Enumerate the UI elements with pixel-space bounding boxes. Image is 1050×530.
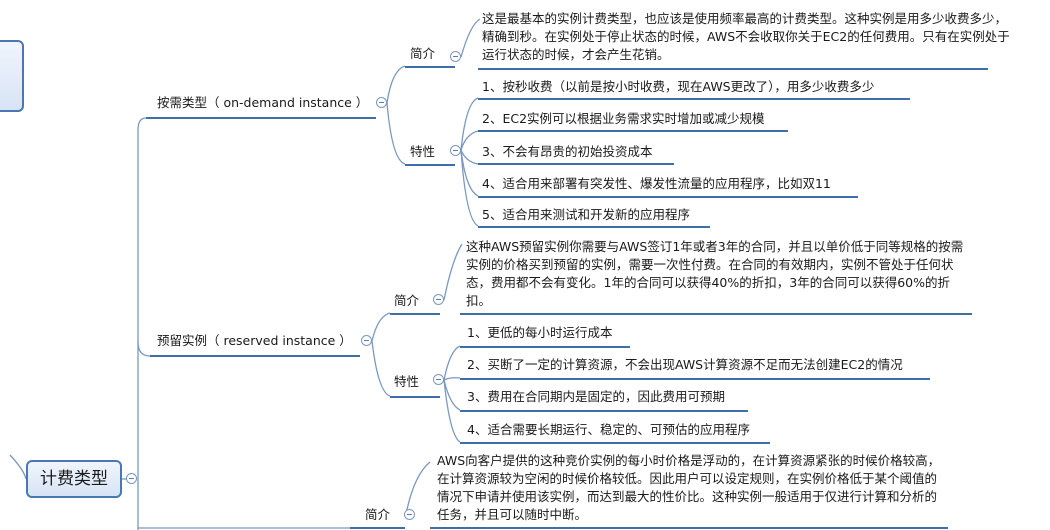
root-label: 计费类型 (40, 469, 108, 489)
underline (478, 130, 788, 132)
on-demand-feature-1: 1、按秒收费（以前是按小时收费，现在AWS更改了），用多少收费多少 (482, 79, 875, 94)
reserved-features-label[interactable]: 特性 (394, 374, 420, 389)
on-demand-intro-text: 这是最基本的实例计费类型，也应该是使用频率最高的计费类型。这种实例是用多少收费多… (482, 11, 1010, 62)
collapse-icon[interactable] (376, 97, 387, 108)
reserved-feature-3: 3、费用在合同期内是固定的，因此费用可预期 (467, 389, 725, 404)
underline (350, 527, 405, 529)
on-demand-feature-2: 2、EC2实例可以根据业务需求实时增加或减少规模 (482, 111, 765, 126)
underline (478, 68, 988, 70)
underline (405, 164, 455, 166)
collapse-icon[interactable] (450, 145, 461, 156)
underline (478, 98, 910, 100)
collapse-icon[interactable] (404, 509, 415, 520)
on-demand-feature-5: 5、适合用来测试和开发新的应用程序 (482, 207, 690, 222)
reserved-feature-4: 4、适合需要长期运行、稳定的、可预估的应用程序 (467, 422, 750, 437)
spot-intro-text: AWS向客户提供的这种竞价实例的每小时价格是浮动的，在计算资源紧张的时候价格较高… (437, 453, 941, 522)
collapse-icon[interactable] (450, 51, 461, 62)
underline (478, 163, 674, 165)
underline (478, 196, 858, 198)
collapse-icon[interactable] (433, 294, 444, 305)
reserved-intro-text: 这种AWS预留实例你需要与AWS签订1年或者3年的合同，并且以单价低于同等规格的… (466, 239, 964, 308)
offscreen-node[interactable] (0, 40, 24, 112)
underline (460, 378, 930, 380)
underline (405, 66, 455, 68)
underline (390, 313, 440, 315)
branch-reserved[interactable]: 预留实例（ reserved instance ） (157, 333, 352, 348)
underline (460, 442, 770, 444)
reserved-feature-2: 2、买断了一定的计算资源，不会出现AWS计算资源不足而无法创建EC2的情况 (467, 357, 903, 372)
collapse-icon[interactable] (361, 335, 372, 346)
branch-on-demand[interactable]: 按需类型（ on-demand instance ） (157, 95, 369, 110)
collapse-icon[interactable] (433, 374, 444, 385)
underline (390, 396, 440, 398)
underline (430, 527, 948, 529)
branch-reserved-underline (150, 355, 360, 357)
root-node[interactable]: 计费类型 (26, 460, 122, 498)
underline (460, 346, 630, 348)
branch-on-demand-underline (146, 117, 376, 119)
on-demand-feature-3: 3、不会有昂贵的初始投资成本 (482, 144, 653, 159)
on-demand-intro-label[interactable]: 简介 (410, 46, 436, 61)
underline (460, 410, 748, 412)
spot-intro-label[interactable]: 简介 (365, 507, 391, 522)
collapse-icon[interactable] (126, 473, 137, 484)
reserved-feature-1: 1、更低的每小时运行成本 (467, 325, 613, 340)
underline (478, 226, 710, 228)
reserved-intro-label[interactable]: 简介 (394, 293, 420, 308)
on-demand-feature-4: 4、适合用来部署有突发性、爆发性流量的应用程序，比如双11 (482, 176, 831, 191)
on-demand-features-label[interactable]: 特性 (410, 144, 436, 159)
underline (460, 313, 972, 315)
